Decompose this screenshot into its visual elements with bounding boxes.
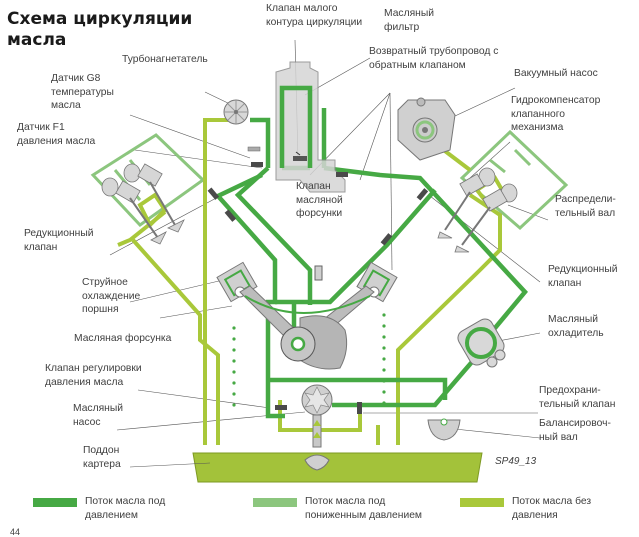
balance-shaft	[427, 418, 461, 441]
label-oil-jet: Масляная форсунка	[74, 333, 172, 344]
label-pressure-control-valve: Клапан регулировки давления масла	[45, 363, 142, 388]
oil-filter	[275, 61, 346, 193]
legend-swatch-reduced-pressure	[253, 498, 297, 507]
vacuum-pump	[397, 97, 456, 161]
label-turbocharger: Турбонагнетатель	[122, 54, 208, 65]
legend-label: Поток масла без давления	[512, 496, 592, 521]
valves-sensors	[207, 146, 429, 414]
label-piston-cooling: Струйное охлаждение поршня	[82, 277, 141, 315]
oil-sump	[192, 452, 483, 483]
label-reducing-valve-left: Редукционный клапан	[24, 228, 94, 253]
label-oil-jet-valve: Клапан масляной форсунки	[296, 181, 343, 219]
label-balance-shaft: Балансировоч- ный вал	[539, 418, 611, 443]
label-return-line: Возвратный трубопровод с обратным клапан…	[369, 46, 499, 71]
label-oil-sump: Поддон картера	[83, 445, 121, 470]
label-reducing-valve-right: Редукционный клапан	[548, 264, 618, 289]
oil-cooler	[457, 318, 506, 368]
page-number: 44	[10, 527, 21, 537]
right-valve-train	[437, 167, 518, 253]
label-temp-sensor: Датчик G8 температуры масла	[51, 73, 114, 111]
label-hydraulic-lifter: Гидрокомпенсатор клапанного механизма	[511, 95, 601, 133]
legend-label: Поток масла под пониженным давлением	[305, 496, 423, 521]
figure-code: SP49_13	[495, 456, 537, 467]
pressure-lines	[214, 85, 528, 419]
label-oil-cooler: Масляный охладитель	[548, 314, 604, 339]
page-title: Схема циркуляции масла	[7, 9, 193, 50]
label-vacuum-pump: Вакуумный насос	[514, 68, 598, 79]
label-small-circuit-valve: Клапан малого контура циркуляции	[266, 3, 363, 28]
oil-pump	[301, 384, 333, 471]
label-relief-valve: Предохрани- тельный клапан	[539, 385, 616, 410]
label-pressure-sensor: Датчик F1 давления масла	[17, 122, 96, 147]
turbocharger	[223, 99, 249, 125]
label-camshaft: Распредели- тельный вал	[555, 194, 616, 219]
label-oil-pump: Масляный насос	[73, 403, 123, 428]
label-oil-filter: Масляный фильтр	[384, 8, 434, 33]
crankshaft	[239, 285, 375, 370]
legend-label: Поток масла под давлением	[85, 496, 166, 521]
left-valve-train	[101, 163, 185, 245]
legend-swatch-no-pressure	[460, 498, 504, 507]
legend-swatch-pressure	[33, 498, 77, 507]
oil-drops	[232, 313, 386, 407]
